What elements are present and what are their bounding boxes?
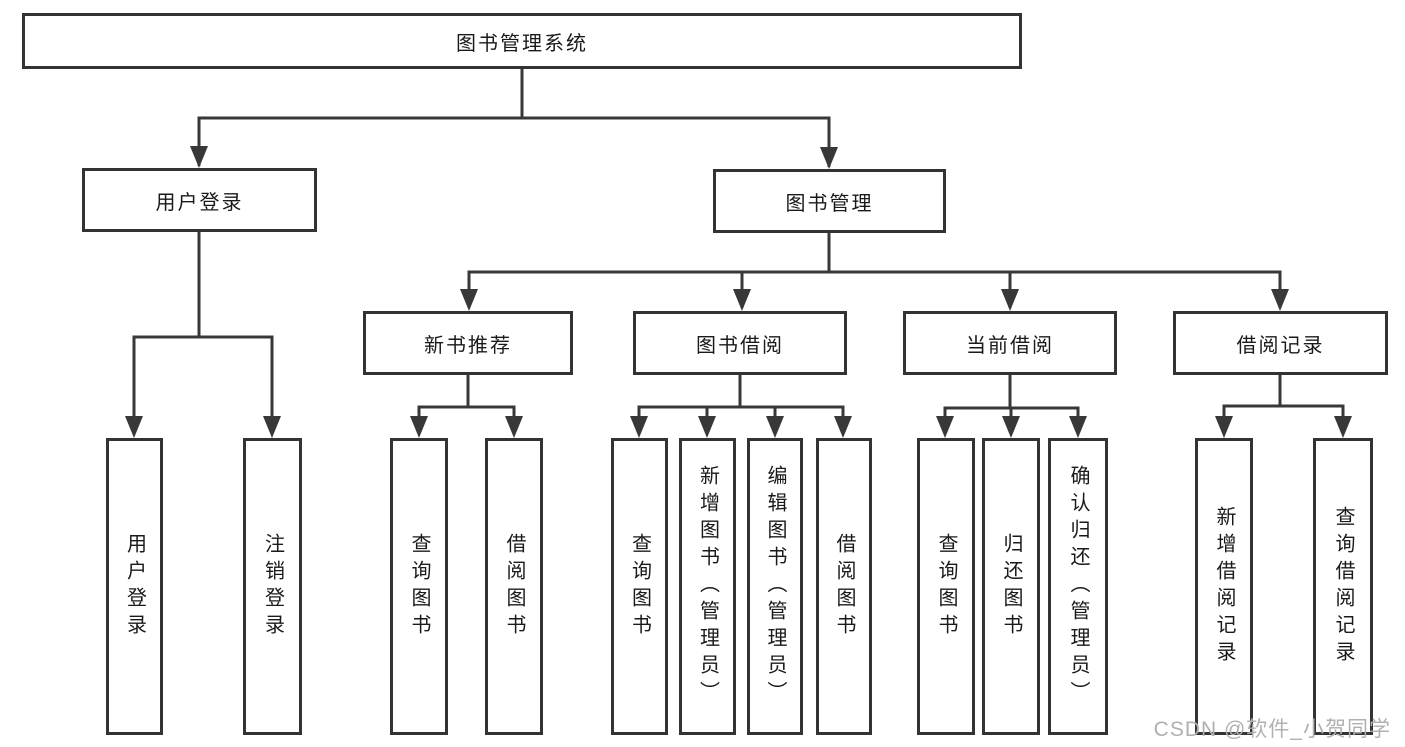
- leaf-user-login-label: 用户登录: [123, 532, 146, 641]
- csdn-watermark: CSDN @软件_小贺同学: [1153, 718, 1391, 741]
- leaf-cb-confirm-return-admin-label: 确认归还（管理员）: [1067, 465, 1089, 708]
- leaf-bb-edit-book-admin: 编辑图书（管理员）: [747, 438, 803, 735]
- node-book-management-label: 图书管理: [785, 192, 874, 215]
- leaf-cb-query-book-label: 查询图书: [935, 532, 957, 641]
- leaf-nbr-query-book-label: 查询图书: [408, 532, 430, 641]
- leaf-cb-return-book: 归还图书: [982, 438, 1040, 735]
- arrowheads: [125, 146, 1352, 438]
- node-current-borrow-label: 当前借阅: [966, 334, 1054, 357]
- leaf-br-query-record: 查询借阅记录: [1313, 438, 1373, 735]
- connector-wires: [132, 69, 1345, 434]
- leaf-bb-borrow-book-label: 借阅图书: [833, 532, 855, 641]
- node-user-login: 用户登录: [82, 168, 317, 232]
- leaf-br-query-record-label: 查询借阅记录: [1332, 505, 1354, 668]
- leaf-bb-borrow-book: 借阅图书: [816, 438, 872, 735]
- node-new-book-recommend: 新书推荐: [363, 311, 573, 375]
- node-book-management: 图书管理: [713, 169, 946, 233]
- node-borrow-record: 借阅记录: [1173, 311, 1388, 375]
- leaf-cb-query-book: 查询图书: [917, 438, 975, 735]
- node-new-book-recommend-label: 新书推荐: [424, 334, 512, 357]
- node-current-borrow: 当前借阅: [903, 311, 1117, 375]
- leaf-cb-return-book-label: 归还图书: [1000, 532, 1022, 641]
- leaf-br-add-record: 新增借阅记录: [1195, 438, 1253, 735]
- leaf-user-login: 用户登录: [106, 438, 163, 735]
- node-root-label: 图书管理系统: [456, 32, 588, 55]
- leaf-bb-add-book-admin-label: 新增图书（管理员）: [696, 465, 719, 708]
- leaf-nbr-query-book: 查询图书: [390, 438, 448, 735]
- leaf-bb-query-book: 查询图书: [611, 438, 668, 735]
- leaf-nbr-borrow-book: 借阅图书: [485, 438, 543, 735]
- node-book-borrow-label: 图书借阅: [696, 334, 784, 357]
- leaf-cb-confirm-return-admin: 确认归还（管理员）: [1048, 438, 1108, 735]
- node-user-login-label: 用户登录: [155, 191, 244, 214]
- leaf-nbr-borrow-book-label: 借阅图书: [503, 532, 525, 641]
- node-borrow-record-label: 借阅记录: [1236, 334, 1325, 357]
- leaf-bb-query-book-label: 查询图书: [628, 532, 651, 641]
- node-book-borrow: 图书借阅: [633, 311, 847, 375]
- node-root: 图书管理系统: [22, 13, 1022, 69]
- leaf-bb-add-book-admin: 新增图书（管理员）: [679, 438, 736, 735]
- leaf-br-add-record-label: 新增借阅记录: [1213, 505, 1235, 668]
- leaf-logout-label: 注销登录: [261, 532, 284, 641]
- leaf-logout: 注销登录: [243, 438, 302, 735]
- leaf-bb-edit-book-admin-label: 编辑图书（管理员）: [764, 465, 786, 708]
